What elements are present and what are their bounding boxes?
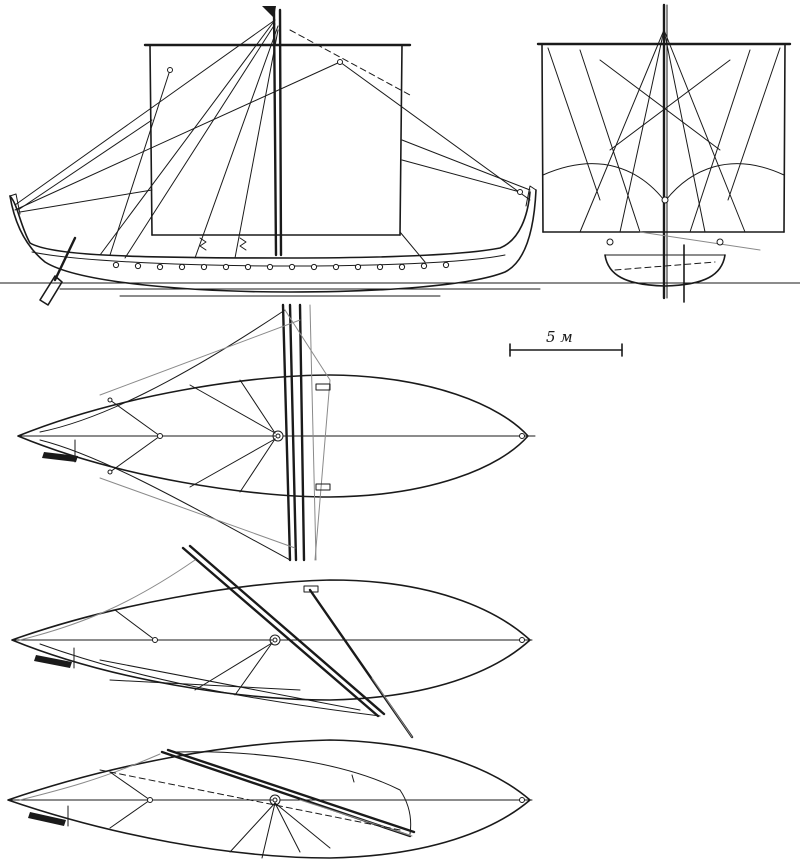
oar-ports <box>112 261 450 271</box>
steering-oar <box>39 236 77 306</box>
side-rigging <box>14 19 531 263</box>
scale-bar: 5 м <box>509 328 623 357</box>
plan-view-1 <box>17 303 536 562</box>
scale-bar-label: 5 м <box>546 328 573 346</box>
side-hull <box>9 185 537 293</box>
plan-view-2 <box>11 544 533 739</box>
front-hull <box>604 196 726 303</box>
front-rigging <box>547 29 781 251</box>
front-view <box>536 3 792 303</box>
plan-view-3 <box>7 739 533 859</box>
front-mast <box>662 3 668 300</box>
side-view <box>0 6 800 306</box>
